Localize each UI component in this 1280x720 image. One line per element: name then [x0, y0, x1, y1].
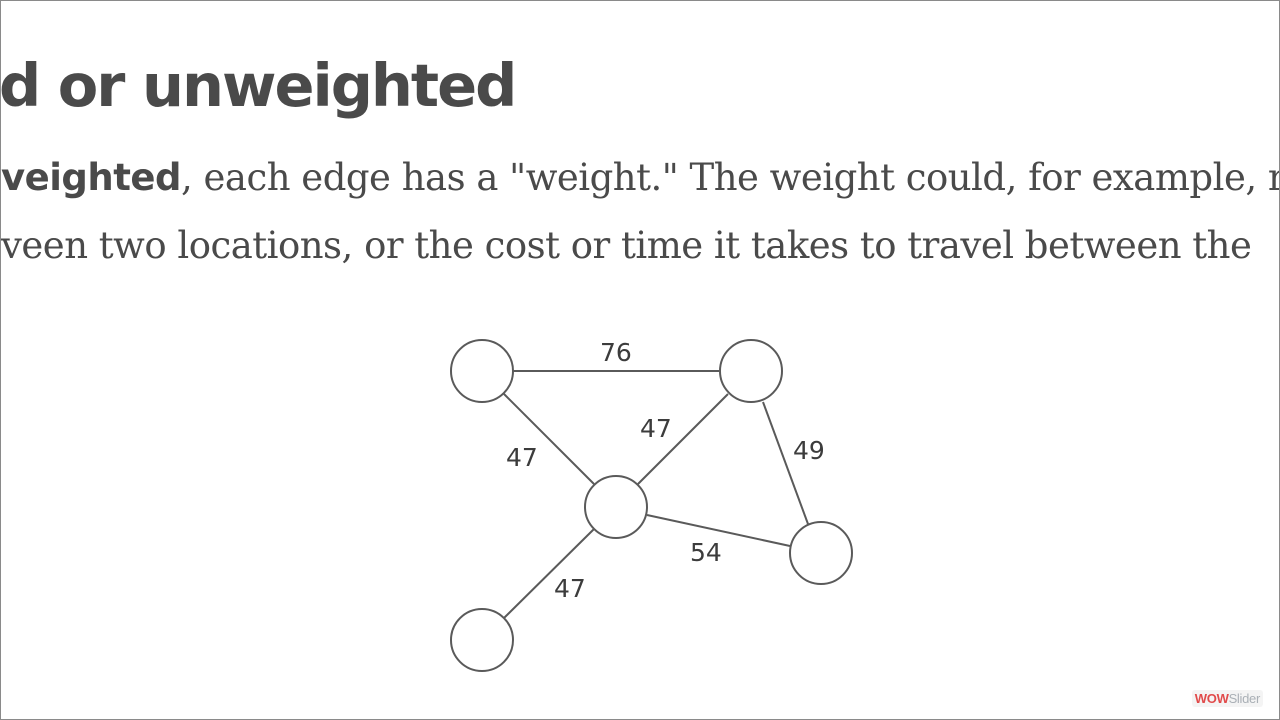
- node-bottom-left: [450, 608, 514, 672]
- paragraph-line-1-text: , each edge has a "weight." The weight c…: [181, 156, 1280, 199]
- edge-center-right: [646, 514, 791, 547]
- wowslider-watermark[interactable]: WOWSlider: [1191, 690, 1263, 707]
- edge-left-upper: [503, 393, 595, 485]
- edge-weight-label: 47: [506, 443, 538, 472]
- edge-right: [762, 401, 809, 525]
- edge-center-upper: [637, 393, 729, 485]
- node-top-right: [719, 339, 783, 403]
- edge-weight-label: 47: [554, 574, 586, 603]
- paragraph-line-1: veighted, each edge has a "weight." The …: [1, 156, 1280, 199]
- bold-term: veighted: [1, 156, 182, 199]
- node-right: [789, 521, 853, 585]
- paragraph-line-2: veen two locations, or the cost or time …: [1, 224, 1252, 267]
- edge-weight-label: 76: [600, 338, 632, 367]
- node-center: [584, 475, 648, 539]
- slide-title: d or unweighted: [0, 51, 517, 120]
- watermark-slider: Slider: [1228, 691, 1261, 706]
- edge-lower-left: [503, 528, 595, 619]
- edge-weight-label: 54: [690, 538, 722, 567]
- watermark-wow: WOW: [1194, 691, 1229, 706]
- edge-weight-label: 49: [793, 436, 825, 465]
- edge-weight-label: 47: [640, 414, 672, 443]
- node-top-left: [450, 339, 514, 403]
